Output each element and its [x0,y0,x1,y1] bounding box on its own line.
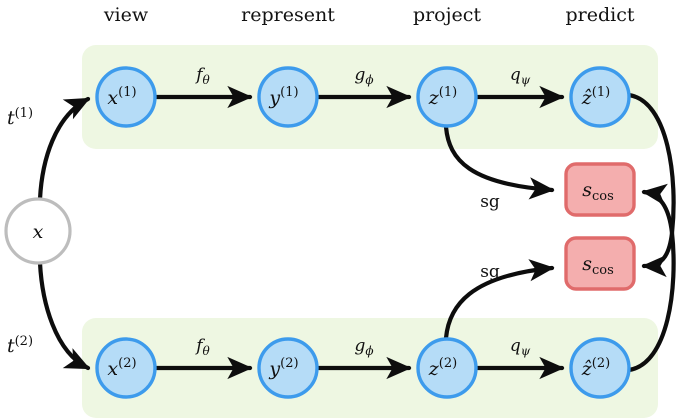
stopgrad-text-labels: sg sg [480,192,500,282]
node-x1-label: x(1) [107,85,136,110]
node-zhat2-label: ẑ(2) [581,356,610,381]
edge-label-g-phi-2: gϕ [354,336,373,358]
node-y1-circle[interactable] [257,66,319,128]
node-x2-circle[interactable] [95,337,157,399]
node-x1-circle[interactable] [95,66,157,128]
node-x2[interactable]: x(2) [95,337,157,399]
edge-label-q-psi-2: qψ [510,336,531,358]
node-y1[interactable]: y(1) [257,66,319,128]
node-x-root-circle[interactable] [4,197,72,265]
edge-zhat2-to-scos-top [626,183,676,373]
node-y2-label: y(2) [268,356,298,381]
edge-transform-t1 [37,96,91,202]
node-zhat1[interactable]: ẑ(1) [569,66,631,128]
node-zhat1-label: ẑ(1) [581,85,610,110]
node-x-root-label: x [33,221,44,243]
node-z2[interactable]: z(2) [416,337,478,399]
label-t1: t(1) [7,106,33,129]
edge-sg-z2-to-scos-bottom [443,259,555,341]
node-z1-label: z(1) [428,85,457,110]
node-x2-label: x(2) [107,356,136,381]
loss-box-scos-top-label: scos [582,179,614,204]
node-y1-label: y(1) [268,85,298,110]
edge-label-f-theta-2: fθ [194,336,210,358]
node-y2[interactable]: y(2) [257,337,319,399]
edge-zhat1-to-scos-bottom [626,92,676,278]
stopgrad-edges [443,124,555,341]
branch-1-nodes: x(1) y(1) z(1) ẑ(1) [95,66,631,128]
node-z2-circle[interactable] [416,337,478,399]
edge-transform-t2 [37,260,91,371]
loss-box-scos-top-rect[interactable] [564,162,636,217]
node-zhat2[interactable]: ẑ(2) [569,337,631,399]
node-zhat2-circle[interactable] [569,337,631,399]
label-sg-bottom: sg [480,262,500,282]
branch-2-nodes: x(2) y(2) z(2) ẑ(2) [95,337,631,399]
prediction-edges [626,92,676,373]
node-x1[interactable]: x(1) [95,66,157,128]
edge-sg-z1-to-scos-top [443,124,555,200]
loss-box-scos-bottom-label: scos [582,253,614,278]
node-z1-circle[interactable] [416,66,478,128]
loss-box-scos-bottom[interactable]: scos [564,236,636,291]
edge-label-f-theta-1: fθ [194,65,210,87]
augmentation-edges [37,96,91,371]
node-z2-label: z(2) [428,356,457,381]
column-header-view: view [103,4,149,26]
edge-function-labels: fθ gϕ qψ fθ gϕ qψ [194,65,531,358]
label-t2: t(2) [7,334,33,357]
loss-box-scos-bottom-rect[interactable] [564,236,636,291]
node-y2-circle[interactable] [257,337,319,399]
column-headers: view represent project predict [103,4,635,26]
edge-label-g-phi-1: gϕ [354,65,373,87]
loss-box-scos-top[interactable]: scos [564,162,636,217]
node-x-root[interactable]: x [4,197,72,265]
edge-label-q-psi-1: qψ [510,65,531,87]
label-sg-top: sg [480,192,500,212]
column-header-predict: predict [565,4,634,26]
node-z1[interactable]: z(1) [416,66,478,128]
column-header-represent: represent [241,4,335,26]
node-zhat1-circle[interactable] [569,66,631,128]
column-header-project: project [413,4,481,26]
transform-labels: t(1) t(2) [7,106,33,357]
loss-boxes: scos scos [564,162,636,291]
